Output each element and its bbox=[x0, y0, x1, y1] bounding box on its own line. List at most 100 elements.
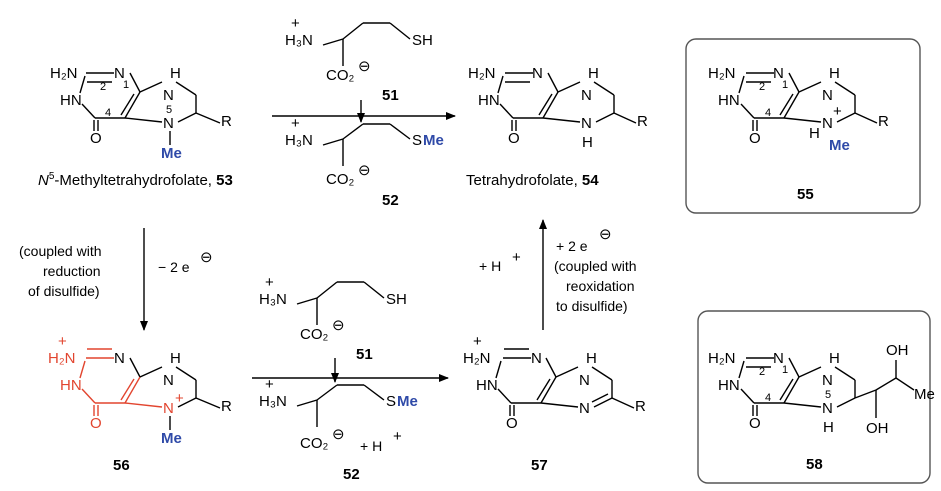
ring-n: N bbox=[163, 87, 174, 104]
locant: 5 bbox=[825, 389, 831, 401]
r-group: R bbox=[878, 113, 889, 130]
ring-n: N bbox=[822, 115, 833, 132]
carbonyl-o: O bbox=[90, 130, 102, 147]
locant: 1 bbox=[782, 79, 788, 91]
compound-53-caption: N5-Methyltetrahydrofolate, 53 bbox=[38, 171, 233, 189]
compound-58: H₂N 1 N 2 HN 4 O H N 5 N H OH OH Me 58 bbox=[708, 342, 935, 473]
coupling-note: of disulfide) bbox=[28, 283, 100, 299]
amine-label: H₂N bbox=[50, 65, 78, 82]
compound-54-caption: Tetrahydrofolate, 54 bbox=[466, 172, 599, 189]
amine-label: H₂N bbox=[468, 65, 496, 82]
charge-plus: + bbox=[512, 249, 521, 266]
ring-n: N bbox=[581, 115, 592, 132]
electron-gain-label: + 2 e bbox=[556, 238, 588, 254]
charge-minus: ⊖ bbox=[599, 226, 612, 243]
charge-plus: + bbox=[175, 390, 184, 407]
r-group: R bbox=[221, 398, 232, 415]
coupling-note: to disulfide) bbox=[556, 298, 628, 314]
compound-58-number: 58 bbox=[806, 456, 823, 473]
ring-n: H bbox=[829, 350, 840, 367]
ring-n: H bbox=[588, 65, 599, 82]
thiol-label: SH bbox=[412, 32, 433, 49]
carbonyl-o: O bbox=[508, 130, 520, 147]
carbonyl-o: O bbox=[749, 415, 761, 432]
compound-53: H₂N 1 N 2 HN 4 O H N 5 N Me R N5-Methylt… bbox=[38, 65, 233, 189]
compound-57-number: 57 bbox=[531, 457, 548, 474]
methyl-label: Me bbox=[423, 132, 444, 149]
charge-minus: ⊖ bbox=[332, 317, 345, 334]
charge-plus: + bbox=[265, 376, 274, 393]
product-52-bottom: + H₃N S Me CO₂ ⊖ + H + 52 bbox=[259, 376, 418, 483]
compound-52-number: 52 bbox=[382, 192, 399, 209]
iminium-label: H₂N bbox=[48, 350, 76, 367]
methyl-label: Me bbox=[829, 137, 850, 154]
ring-nh: HN bbox=[718, 377, 740, 394]
carboxylate-label: CO₂ bbox=[300, 435, 329, 452]
methyl-label: Me bbox=[161, 430, 182, 447]
charge-minus: ⊖ bbox=[200, 249, 213, 266]
locant: 4 bbox=[765, 392, 771, 404]
ring-n: H bbox=[170, 350, 181, 367]
ring-n: H bbox=[829, 65, 840, 82]
ring-h: H bbox=[582, 134, 593, 151]
compound-51-number: 51 bbox=[382, 87, 399, 104]
compound-51-number: 51 bbox=[356, 346, 373, 363]
charge-plus: + bbox=[473, 333, 482, 350]
ring-n: N bbox=[532, 65, 543, 82]
compound-56-number: 56 bbox=[113, 457, 130, 474]
charge-plus: + bbox=[291, 15, 300, 32]
locant: 4 bbox=[105, 107, 111, 119]
carboxylate-label: CO₂ bbox=[300, 326, 329, 343]
ring-h: H bbox=[823, 419, 834, 436]
ring-n: N bbox=[822, 400, 833, 417]
ring-n: N bbox=[822, 87, 833, 104]
ring-n: N bbox=[163, 372, 174, 389]
r-group: R bbox=[635, 398, 646, 415]
locant: 2 bbox=[100, 81, 106, 93]
coupling-note: (coupled with bbox=[554, 258, 637, 274]
ammonium-label: H₃N bbox=[259, 291, 287, 308]
coupling-note: reduction bbox=[43, 263, 101, 279]
amine-label: H₂N bbox=[708, 65, 736, 82]
thiol-label: SH bbox=[386, 291, 407, 308]
ring-n: N bbox=[581, 87, 592, 104]
compound-55-box bbox=[685, 38, 921, 214]
ring-n: N bbox=[773, 350, 784, 367]
r-group: R bbox=[637, 113, 648, 130]
charge-minus: ⊖ bbox=[358, 162, 371, 179]
ammonium-label: H₃N bbox=[259, 393, 287, 410]
compound-57: + H₂N N HN O H N N R 57 bbox=[463, 333, 646, 474]
amine-label: H₂N bbox=[708, 350, 736, 367]
charge-minus: ⊖ bbox=[358, 58, 371, 75]
ring-n: N bbox=[773, 65, 784, 82]
ring-n: N bbox=[114, 65, 125, 82]
ring-nh: HN bbox=[60, 92, 82, 109]
ring-nh: HN bbox=[718, 92, 740, 109]
charge-plus: + bbox=[58, 333, 67, 350]
locant: 1 bbox=[123, 79, 129, 91]
carbonyl-o: O bbox=[749, 130, 761, 147]
carbonyl-o: O bbox=[90, 415, 102, 432]
compound-52-number: 52 bbox=[343, 466, 360, 483]
ring-h: H bbox=[809, 125, 820, 142]
ring-n: N bbox=[822, 372, 833, 389]
locant: 2 bbox=[759, 81, 765, 93]
compound-55: H₂N 1 N 2 HN 4 O H N + N H Me R 55 bbox=[708, 65, 889, 203]
ammonium-label: H₃N bbox=[285, 32, 313, 49]
homocysteine-51-bottom: + H₃N SH CO₂ ⊖ 51 bbox=[259, 274, 407, 363]
ammonium-label: H₃N bbox=[285, 132, 313, 149]
methyl-label: Me bbox=[161, 145, 182, 162]
ring-n: N bbox=[579, 372, 590, 389]
ring-nh: HN bbox=[476, 377, 498, 394]
charge-minus: ⊖ bbox=[332, 426, 345, 443]
coupling-note: reoxidation bbox=[566, 278, 635, 294]
ring-n: H bbox=[586, 350, 597, 367]
ring-nh: HN bbox=[478, 92, 500, 109]
hydroxyl-label: OH bbox=[886, 342, 909, 359]
coupling-note: (coupled with bbox=[19, 243, 102, 259]
proton-label: + H bbox=[360, 438, 382, 454]
r-group: R bbox=[221, 113, 232, 130]
charge-plus: + bbox=[291, 115, 300, 132]
charge-plus: + bbox=[833, 103, 842, 120]
